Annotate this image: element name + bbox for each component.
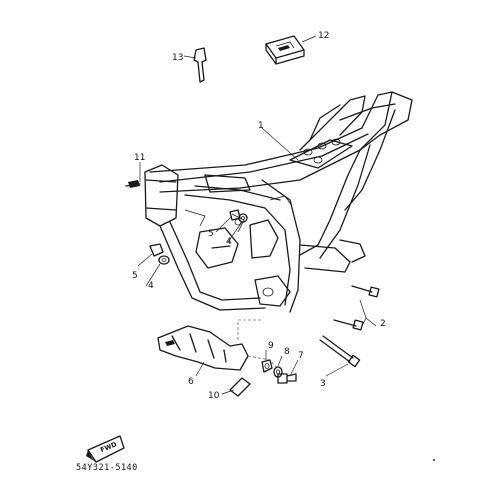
washer-8[interactable] xyxy=(273,366,283,378)
fwd-arrow-icon: FWD xyxy=(86,435,125,463)
long-bolt-3[interactable] xyxy=(319,335,361,368)
callout-12: 12 xyxy=(318,31,329,41)
leader-lines xyxy=(137,35,377,395)
main-frame[interactable] xyxy=(144,91,413,313)
callout-7: 7 xyxy=(298,351,304,361)
nut-9[interactable] xyxy=(261,359,273,373)
corner-mark xyxy=(433,459,435,461)
callout-4-center: 4 xyxy=(226,237,232,247)
callout-5-left: 5 xyxy=(132,271,138,281)
nut-5-center[interactable] xyxy=(229,209,241,221)
callout-11: 11 xyxy=(134,153,145,163)
cover-12[interactable] xyxy=(265,35,305,65)
bolt-2-upper[interactable] xyxy=(351,285,380,298)
pin-13[interactable] xyxy=(193,47,207,83)
skid-plate[interactable] xyxy=(157,325,249,371)
callout-9: 9 xyxy=(268,341,274,351)
callout-4-left: 4 xyxy=(148,281,154,291)
callout-2: 2 xyxy=(380,319,386,329)
callout-10: 10 xyxy=(208,391,220,401)
callout-13: 13 xyxy=(172,53,183,63)
diagram-code: 54Y321-5140 xyxy=(76,463,138,473)
callout-1: 1 xyxy=(258,121,264,131)
washer-4-left[interactable] xyxy=(158,255,170,265)
bolt-7[interactable] xyxy=(277,373,297,384)
bolt-2-lower[interactable] xyxy=(333,319,364,331)
callout-5-center: 5 xyxy=(208,229,214,239)
nut-5-left[interactable] xyxy=(149,243,164,257)
callout-6: 6 xyxy=(188,377,194,387)
callout-3: 3 xyxy=(320,379,326,389)
plate-10[interactable] xyxy=(229,377,251,397)
clip-11[interactable] xyxy=(125,180,141,188)
callout-8: 8 xyxy=(284,347,290,357)
